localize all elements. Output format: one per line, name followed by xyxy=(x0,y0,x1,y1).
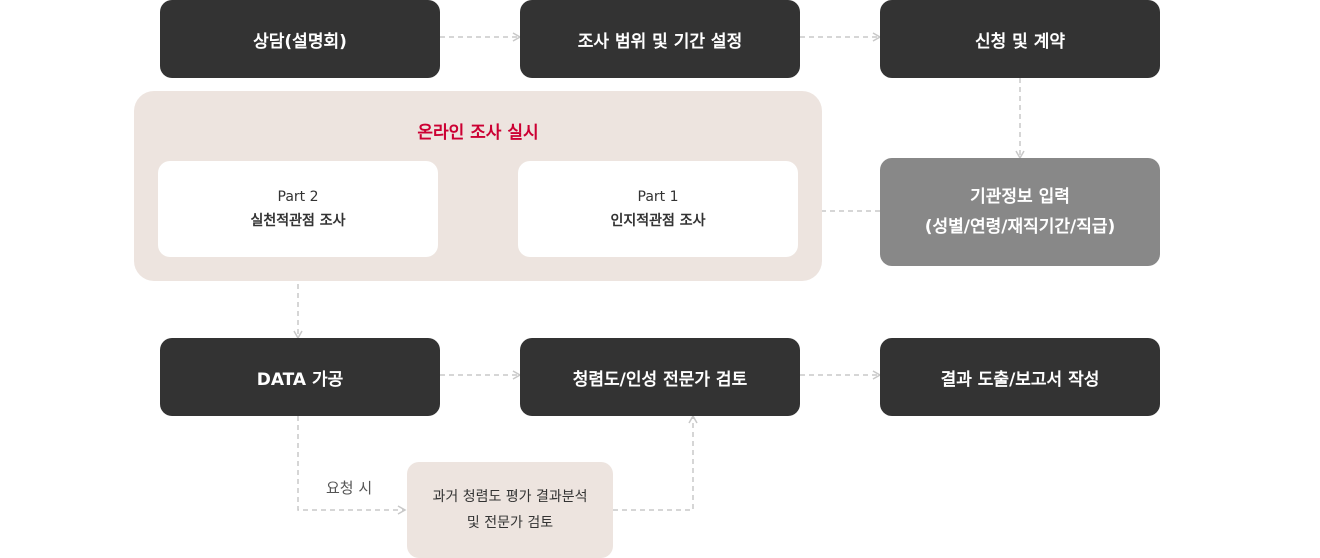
step-contract: 신청 및 계약 xyxy=(880,0,1160,78)
part1-label: Part 1 xyxy=(637,189,679,205)
step-review: 청렴도/인성 전문가 검토 xyxy=(520,338,800,416)
online-survey-title: 온라인 조사 실시 xyxy=(417,123,539,143)
part1-title: 인지적관점 조사 xyxy=(610,213,706,229)
arrow-data-to-optional xyxy=(297,416,407,515)
step-data-processing-label: DATA 가공 xyxy=(256,369,344,390)
step-consult: 상담(설명회) xyxy=(160,0,440,78)
part1-box: Part 1 인지적관점 조사 xyxy=(518,161,798,257)
arrow-optional-to-review xyxy=(613,414,698,511)
step-consult-label: 상담(설명회) xyxy=(253,31,347,52)
step-contract-label: 신청 및 계약 xyxy=(974,31,1066,52)
optional-line2: 및 전문가 검토 xyxy=(466,515,554,531)
step-scope-label: 조사 범위 및 기간 설정 xyxy=(577,31,743,52)
part2-box: Part 2 실천적관점 조사 xyxy=(158,161,438,257)
step-result: 결과 도출/보고서 작성 xyxy=(880,338,1160,416)
part2-title: 실천적관점 조사 xyxy=(250,213,346,229)
step-scope: 조사 범위 및 기간 설정 xyxy=(520,0,800,78)
step-agency-info: 기관정보 입력 (성별/연령/재직기간/직급) xyxy=(880,158,1160,266)
optional-analysis-box: 과거 청렴도 평가 결과분석 및 전문가 검토 xyxy=(407,462,613,558)
step-result-label: 결과 도출/보고서 작성 xyxy=(940,369,1100,390)
condition-label: 요청 시 xyxy=(326,479,373,497)
step-review-label: 청렴도/인성 전문가 검토 xyxy=(572,369,748,390)
agency-info-line1: 기관정보 입력 xyxy=(970,187,1070,207)
optional-line1: 과거 청렴도 평가 결과분석 xyxy=(432,489,588,505)
agency-info-line2: (성별/연령/재직기간/직급) xyxy=(924,217,1116,237)
part2-label: Part 2 xyxy=(277,189,319,205)
step-data-processing: DATA 가공 xyxy=(160,338,440,416)
